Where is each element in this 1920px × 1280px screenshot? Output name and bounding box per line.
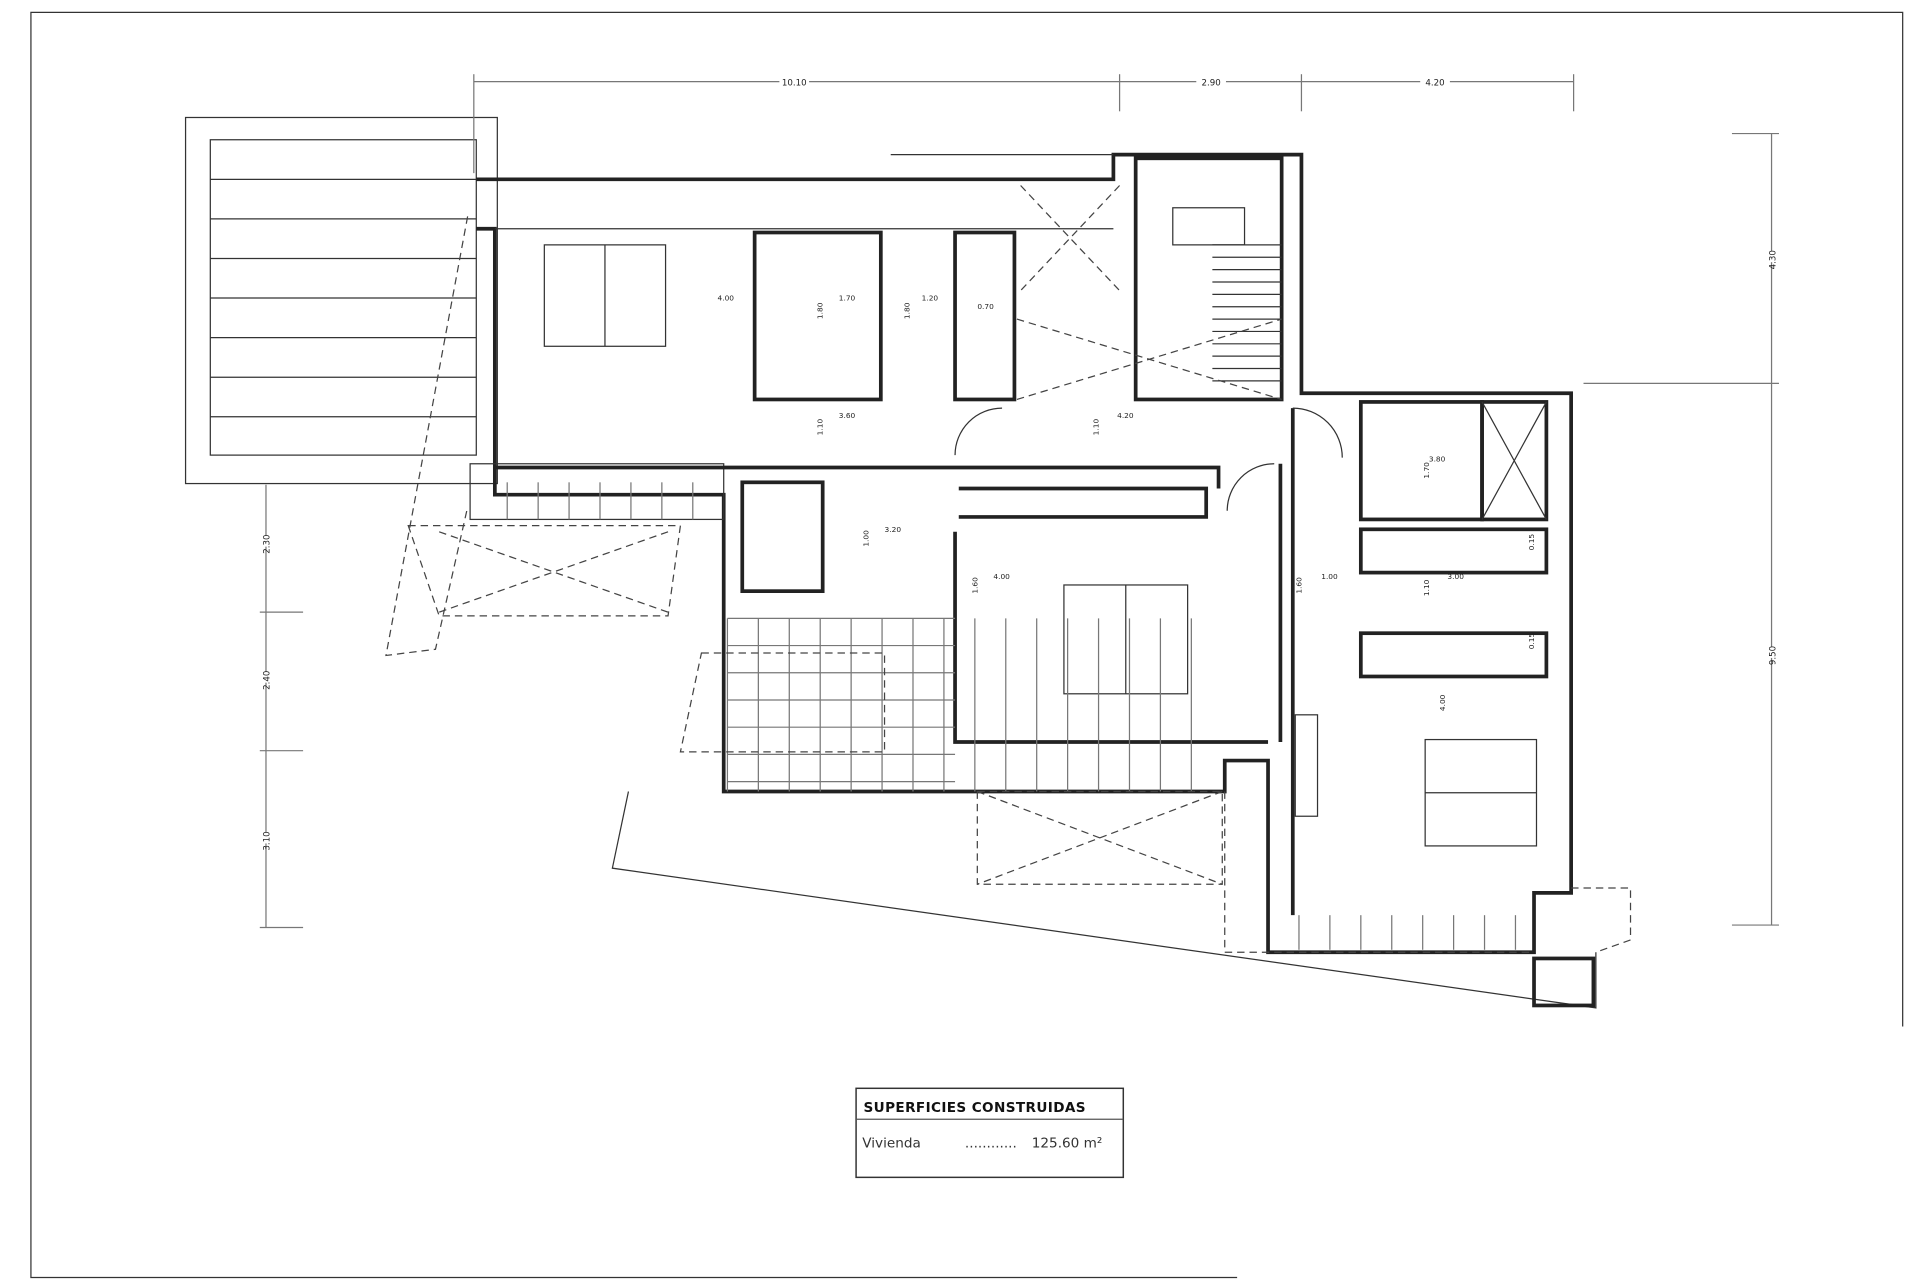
doors (954, 407, 1343, 511)
stair (1016, 185, 1282, 401)
inner-walls (494, 156, 1549, 916)
dimension-left-label: 2.40 (263, 671, 273, 690)
dimension-right-label: 4.30 (1768, 250, 1778, 269)
surface-legend: SUPERFICIES CONSTRUIDAS Vivienda .......… (855, 1087, 1125, 1179)
legend-title: SUPERFICIES CONSTRUIDAS (864, 1100, 1086, 1116)
dimension-lines (259, 74, 1779, 929)
room-dimension-label: 1.10 (1422, 579, 1431, 596)
room-dimension-label: 1.60 (970, 577, 979, 594)
room-dimension-label: 1.70 (1422, 462, 1431, 479)
legend-row-value: 125.60 m² (1032, 1136, 1103, 1152)
dimension-top-label: 4.20 (1425, 78, 1444, 88)
dimension-top-label: 10.10 (782, 78, 807, 88)
room-dimension-label: 1.00 (861, 530, 870, 547)
lower-terraces (611, 790, 1632, 1009)
room-dimension-label: 0.70 (977, 302, 994, 311)
room-dimension-label: 1.80 (902, 302, 911, 319)
room-dimension-label: 1.60 (1294, 577, 1303, 594)
room-dimension-label: 3.00 (1447, 572, 1464, 581)
room-dimension-label: 0.15 (1527, 632, 1536, 649)
room-dimension-label: 1.20 (922, 294, 939, 303)
room-dimension-label: 1.70 (839, 294, 856, 303)
room-dimension-label: 3.60 (839, 411, 856, 420)
legend-row-leader: ............ (965, 1136, 1017, 1152)
dimension-left-label: 2.30 (263, 535, 273, 554)
room-dimension-label: 4.20 (1117, 411, 1134, 420)
room-dimension-label: 3.20 (885, 525, 902, 534)
dimension-right-label: 9.50 (1768, 646, 1778, 665)
dimension-left-label: 3.10 (263, 831, 273, 850)
legend-row-label: Vivienda (862, 1136, 921, 1152)
terrace-left (184, 116, 682, 657)
room-dimension-label: 1.80 (816, 302, 825, 319)
outer-walls (469, 152, 1573, 955)
dimension-top-label: 2.90 (1202, 78, 1221, 88)
sheet-border (30, 11, 1904, 1279)
room-dimension-label: 4.00 (718, 294, 735, 303)
room-dimension-label: 0.15 (1527, 534, 1536, 551)
room-dimension-label: 4.00 (993, 572, 1010, 581)
room-dimension-label: 1.10 (1092, 419, 1101, 436)
terrace-tiles (506, 482, 1517, 950)
room-dimension-label: 3.80 (1429, 454, 1446, 463)
room-dimension-label: 1.00 (1321, 572, 1338, 581)
beds (543, 244, 1538, 847)
room-dimension-label: 1.10 (816, 419, 825, 436)
room-dimension-label: 4.00 (1438, 694, 1447, 711)
